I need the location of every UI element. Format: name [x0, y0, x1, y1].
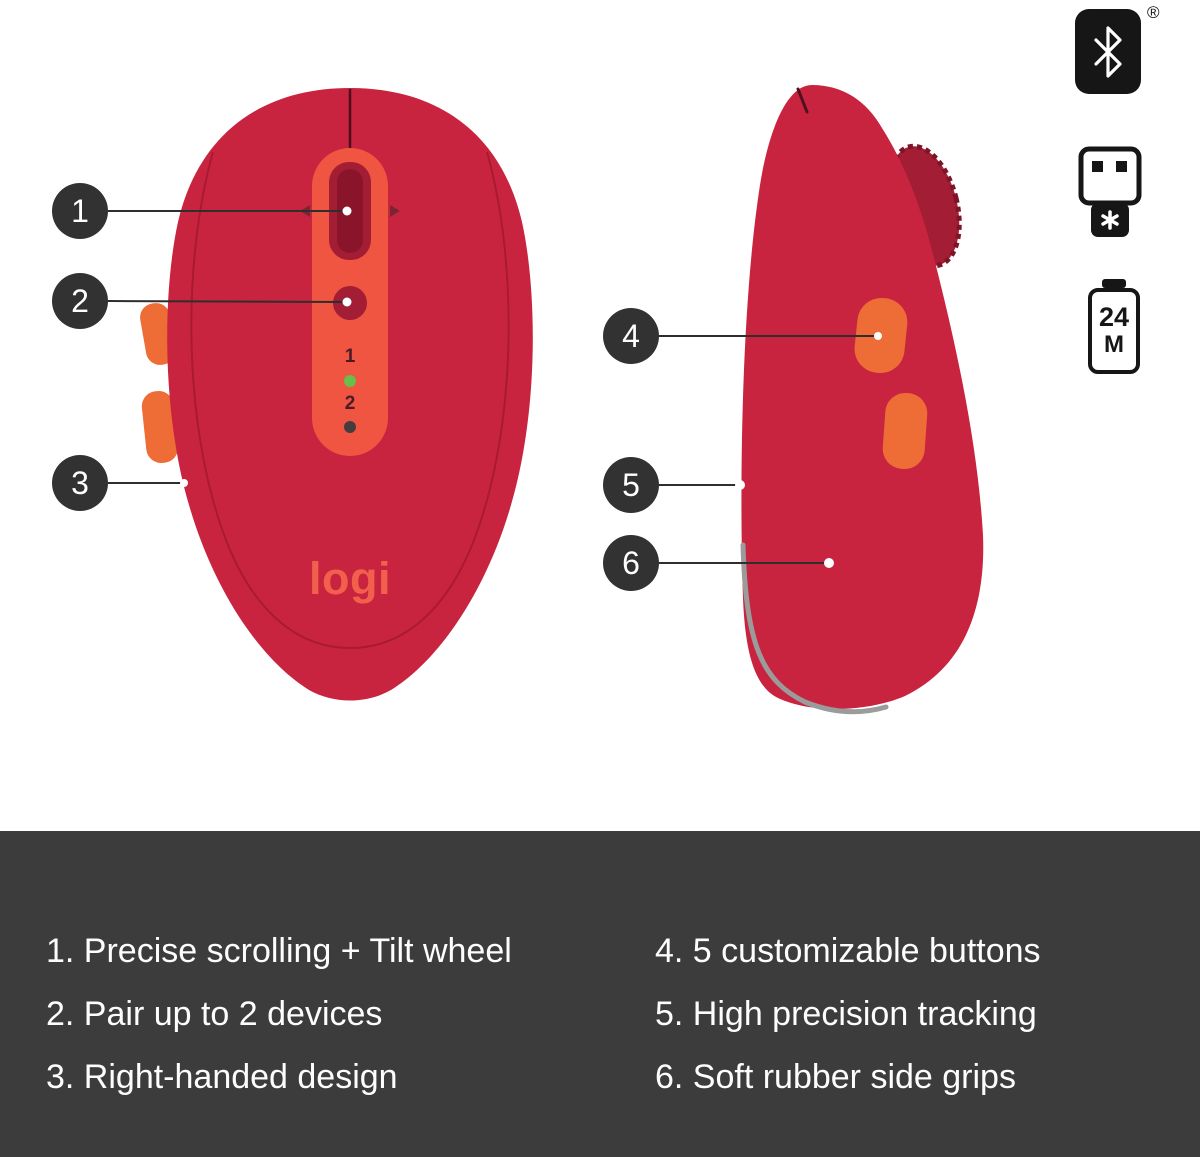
- callout-5: 5: [603, 457, 659, 513]
- feature-item-5: 5. High precision tracking: [655, 994, 1037, 1033]
- channel-2-led: [344, 421, 356, 433]
- battery-life-icon: 24 M: [1088, 288, 1140, 374]
- usb-receiver-icon: [1078, 146, 1142, 237]
- callout-2: 2: [52, 273, 108, 329]
- battery-months-unit: M: [1104, 330, 1124, 358]
- feature-legend: 1. Precise scrolling + Tilt wheel 2. Pai…: [0, 831, 1200, 1157]
- top-seam-notch: [796, 87, 809, 114]
- feature-item-1: 1. Precise scrolling + Tilt wheel: [46, 932, 512, 970]
- side-button-upper-top-view: [140, 303, 176, 365]
- feature-item-2: 2. Pair up to 2 devices: [46, 994, 383, 1033]
- callout-4: 4: [603, 308, 659, 364]
- unifying-asterisk-icon: [1101, 210, 1119, 230]
- button-seam: [190, 151, 510, 650]
- callout-2-number: 2: [71, 282, 89, 319]
- callout-6-number: 6: [622, 544, 640, 581]
- callout-4-number: 4: [622, 317, 640, 354]
- callout-3-number: 3: [71, 464, 89, 501]
- feature-column-left: 1. Precise scrolling + Tilt wheel 2. Pai…: [46, 931, 655, 1157]
- channel-1-led: [344, 375, 356, 387]
- mouse-side-view: [740, 85, 984, 715]
- callout-1: 1: [52, 183, 108, 239]
- feature-item-6: 6. Soft rubber side grips: [655, 1057, 1016, 1096]
- battery-months-value: 24: [1098, 301, 1130, 332]
- callout-3: 3: [52, 455, 108, 511]
- feature-item-3: 3. Right-handed design: [46, 1057, 398, 1096]
- feature-item-4: 4. 5 customizable buttons: [655, 932, 1041, 970]
- bluetooth-icon: [1075, 9, 1141, 94]
- logi-logo: logi: [309, 553, 391, 604]
- side-button-back: [882, 392, 928, 470]
- tilt-right-arrow-icon: [390, 205, 400, 217]
- product-hero: 1 2 3 4 5 6 1 2 logi ® 24 M: [0, 0, 1200, 831]
- callout-end-dots: [180, 206, 882, 568]
- channel-2-label: 2: [344, 393, 356, 414]
- bluetooth-rune: [1094, 25, 1122, 78]
- callout-line-2: [107, 300, 348, 303]
- registered-trademark: ®: [1147, 3, 1160, 22]
- product-illustration: [107, 85, 984, 715]
- callout-6: 6: [603, 535, 659, 591]
- mouse-top-view: [140, 88, 533, 701]
- side-button-lower-top-view: [141, 391, 179, 463]
- callout-lines: [107, 210, 878, 564]
- base-plate-edge: [740, 542, 889, 715]
- callout-5-number: 5: [622, 466, 640, 503]
- feature-column-right: 4. 5 customizable buttons 5. High precis…: [655, 931, 1041, 1157]
- mouse-body-side: [741, 85, 984, 710]
- callout-1-number: 1: [71, 192, 89, 229]
- channel-1-label: 1: [344, 346, 356, 367]
